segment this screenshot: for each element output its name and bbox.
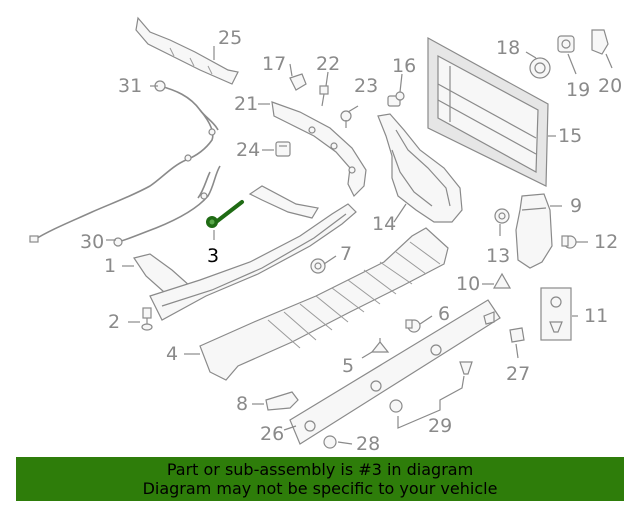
- callout-28[interactable]: 28: [356, 433, 380, 455]
- callout-20[interactable]: 20: [598, 75, 622, 97]
- banner-line-2: Diagram may not be specific to your vehi…: [142, 479, 498, 498]
- part-25-trim-strip: [135, 16, 239, 85]
- callout-24[interactable]: 24: [236, 139, 260, 161]
- part-16-fastener: [387, 91, 405, 107]
- callout-6[interactable]: 6: [438, 303, 450, 325]
- part-9-bracket: [515, 193, 553, 269]
- callout-16[interactable]: 16: [392, 55, 416, 77]
- part-10-fastener: [492, 272, 512, 289]
- bumper-step-beam: [149, 203, 357, 321]
- callout-4[interactable]: 4: [166, 343, 178, 365]
- part-2-bolt: [141, 307, 153, 331]
- callout-11[interactable]: 11: [584, 305, 608, 327]
- callout-21[interactable]: 21: [234, 93, 258, 115]
- callout-25[interactable]: 25: [218, 27, 242, 49]
- part-27-fastener: [509, 327, 525, 343]
- part-28-fastener: [323, 435, 337, 449]
- part-3-bolt-highlighted: [206, 200, 244, 228]
- part-19-retainer: [557, 35, 575, 53]
- parts-diagram: 25 31 17 22 23 16 21 24 18 19 20 15 14 9…: [29, 16, 622, 455]
- callout-9[interactable]: 9: [570, 195, 582, 217]
- callout-14[interactable]: 14: [372, 213, 396, 235]
- callout-22[interactable]: 22: [316, 53, 340, 75]
- part-31-wiring-harness: [29, 80, 219, 243]
- part-18-bumper-stop: [529, 57, 551, 79]
- callout-18[interactable]: 18: [496, 37, 520, 59]
- part-6-fastener: [405, 319, 421, 333]
- callout-3[interactable]: 3: [207, 245, 219, 267]
- part-26-fastener-panel: [289, 299, 501, 445]
- callout-5[interactable]: 5: [342, 355, 354, 377]
- leader-lines: [106, 51, 613, 445]
- callout-26[interactable]: 26: [260, 423, 284, 445]
- part-13-fastener: [494, 208, 510, 224]
- part-8-reflector: [265, 391, 299, 411]
- callout-1[interactable]: 1: [104, 255, 116, 277]
- part-7-fastener: [310, 258, 326, 274]
- callout-29[interactable]: 29: [428, 415, 452, 437]
- info-banner: Part or sub-assembly is #3 in diagram Di…: [16, 457, 624, 501]
- callout-27[interactable]: 27: [506, 363, 530, 385]
- part-17-fastener: [289, 73, 307, 91]
- part-29-fastener-set: [389, 361, 473, 429]
- part-30-wiring-harness: [113, 165, 221, 247]
- callout-13[interactable]: 13: [486, 245, 510, 267]
- part-14-side-panel: [377, 113, 463, 223]
- callout-8[interactable]: 8: [236, 393, 248, 415]
- callout-23[interactable]: 23: [354, 75, 378, 97]
- callout-19[interactable]: 19: [566, 79, 590, 101]
- callout-2[interactable]: 2: [108, 311, 120, 333]
- banner-line-1: Part or sub-assembly is #3 in diagram: [166, 460, 474, 479]
- part-23-bolt: [340, 110, 352, 128]
- part-4-step-pad: [199, 227, 449, 381]
- part-20-bracket: [591, 29, 609, 55]
- part-15-panel: [427, 36, 549, 187]
- part-22-bolt: [319, 85, 329, 107]
- part-12-fastener: [561, 235, 577, 249]
- callout-12[interactable]: 12: [594, 231, 618, 253]
- callout-10[interactable]: 10: [456, 273, 480, 295]
- part-5-fastener: [370, 338, 390, 353]
- part-11-clip-set: [540, 287, 572, 341]
- part-21-bracket: [271, 101, 367, 198]
- callout-17[interactable]: 17: [262, 53, 286, 75]
- callouts: 25 31 17 22 23 16 21 24 18 19 20 15 14 9…: [80, 27, 622, 455]
- callout-30[interactable]: 30: [80, 231, 104, 253]
- part-24-clip: [275, 141, 291, 157]
- callout-7[interactable]: 7: [340, 243, 352, 265]
- callout-15[interactable]: 15: [558, 125, 582, 147]
- callout-31[interactable]: 31: [118, 75, 142, 97]
